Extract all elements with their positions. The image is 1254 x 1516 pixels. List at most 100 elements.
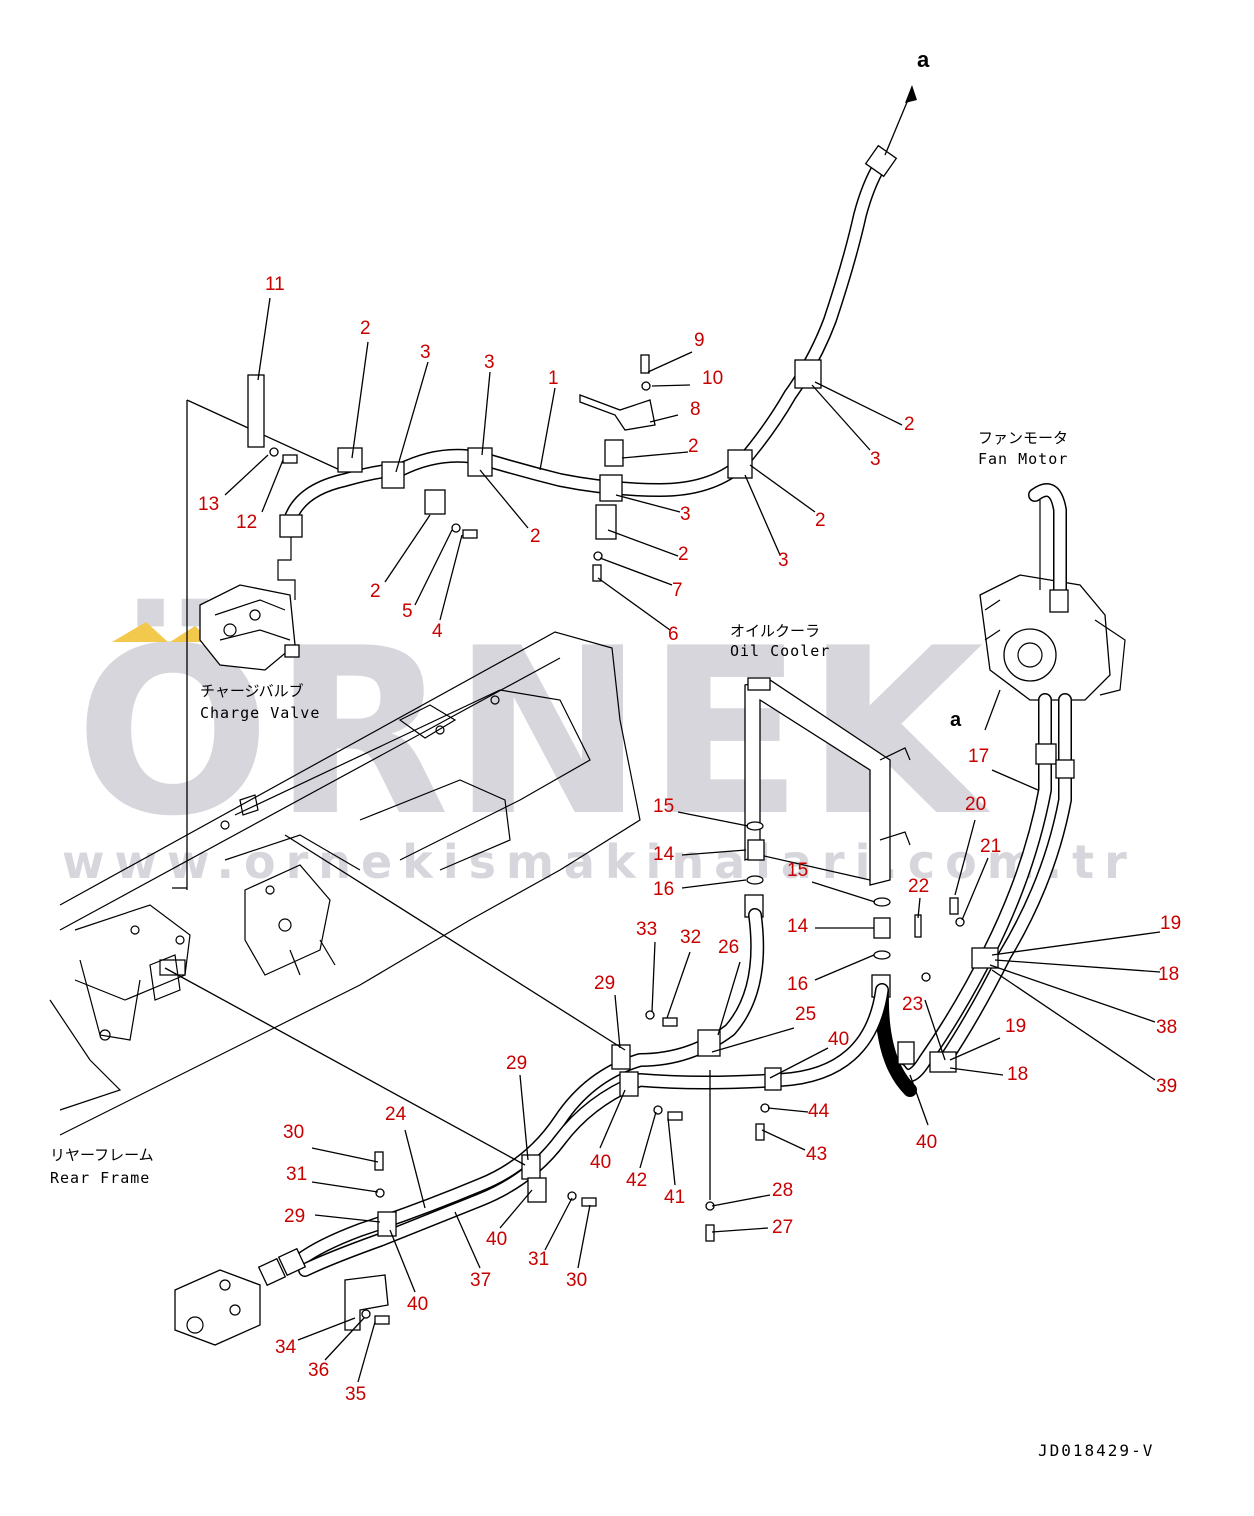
callout-15[interactable]: 15 — [787, 860, 808, 881]
hose-clamp — [897, 1041, 915, 1065]
callout-2[interactable]: 2 — [688, 436, 699, 457]
clip-bracket — [595, 504, 617, 540]
callout-12[interactable]: 12 — [236, 512, 257, 533]
callout-25[interactable]: 25 — [795, 1004, 816, 1025]
callout-3[interactable]: 3 — [420, 342, 431, 363]
callout-3[interactable]: 3 — [680, 504, 691, 525]
callout-14[interactable]: 14 — [787, 916, 809, 937]
callout-2[interactable]: 2 — [815, 510, 826, 531]
callout-14[interactable]: 14 — [653, 844, 675, 865]
hose-clamp — [794, 359, 822, 389]
watermark-accent-icon — [112, 622, 168, 642]
view-letter-a-top: a — [917, 47, 930, 72]
callout-27[interactable]: 27 — [772, 1217, 793, 1238]
callout-24[interactable]: 24 — [385, 1104, 407, 1125]
callout-29[interactable]: 29 — [284, 1206, 305, 1227]
callout-2[interactable]: 2 — [360, 318, 371, 339]
callout-34[interactable]: 34 — [275, 1337, 297, 1358]
callout-40[interactable]: 40 — [407, 1294, 428, 1315]
callout-20[interactable]: 20 — [965, 794, 986, 815]
direction-arrow — [984, 689, 1001, 731]
hose-clamp — [521, 1154, 541, 1180]
callout-18[interactable]: 18 — [1158, 964, 1179, 985]
hose-clamp — [381, 461, 405, 489]
charge-valve-label-jp: チャージバルブ — [200, 682, 304, 700]
callout-16[interactable]: 16 — [787, 974, 808, 995]
bolt — [592, 564, 602, 582]
callout-3[interactable]: 3 — [778, 550, 789, 571]
callout-9[interactable]: 9 — [694, 330, 705, 351]
charge-valve-label-en: Charge Valve — [200, 704, 320, 722]
watermark-url: www.ornekismakinalari.com.tr — [62, 835, 1137, 889]
callout-36[interactable]: 36 — [308, 1360, 329, 1381]
hose-fitting — [277, 1247, 307, 1277]
lower-hose-assembly — [257, 908, 917, 1331]
callout-31[interactable]: 31 — [286, 1164, 307, 1185]
callout-16[interactable]: 16 — [653, 879, 674, 900]
hose-clamp — [377, 1211, 397, 1237]
callout-2[interactable]: 2 — [678, 544, 689, 565]
callout-4[interactable]: 4 — [432, 621, 443, 642]
hose-fitting — [257, 1257, 287, 1287]
callout-40[interactable]: 40 — [828, 1029, 849, 1050]
callout-5[interactable]: 5 — [402, 601, 413, 622]
callout-35[interactable]: 35 — [345, 1384, 366, 1405]
washer — [269, 447, 279, 457]
callout-42[interactable]: 42 — [626, 1170, 647, 1191]
arrow-head-icon — [905, 85, 917, 103]
clip-bracket — [424, 489, 446, 515]
bolt — [282, 454, 298, 464]
fan-motor-label-en: Fan Motor — [978, 450, 1068, 468]
callout-44[interactable]: 44 — [808, 1101, 830, 1122]
rear-frame-label-jp: リヤーフレーム — [50, 1146, 154, 1164]
drawing-code: JD018429-V — [1038, 1441, 1154, 1460]
callout-30[interactable]: 30 — [283, 1122, 304, 1143]
charge-valve-drawing — [199, 584, 300, 671]
rear-frame-label-en: Rear Frame — [50, 1169, 150, 1187]
callout-28[interactable]: 28 — [772, 1180, 793, 1201]
callout-6[interactable]: 6 — [668, 624, 679, 645]
callout-33[interactable]: 33 — [636, 919, 657, 940]
callout-17[interactable]: 17 — [968, 746, 989, 767]
callout-32[interactable]: 32 — [680, 927, 701, 948]
callout-11[interactable]: 11 — [265, 274, 285, 295]
callout-29[interactable]: 29 — [594, 973, 615, 994]
callout-13[interactable]: 13 — [198, 494, 219, 515]
callout-15[interactable]: 15 — [653, 796, 674, 817]
hose-fitting — [864, 144, 898, 178]
callout-29[interactable]: 29 — [506, 1053, 527, 1074]
callout-38[interactable]: 38 — [1156, 1017, 1177, 1038]
callout-26[interactable]: 26 — [718, 937, 739, 958]
fan-motor-label-jp: ファンモータ — [978, 429, 1068, 447]
callout-3[interactable]: 3 — [870, 449, 881, 470]
callout-19[interactable]: 19 — [1160, 913, 1181, 934]
callout-18[interactable]: 18 — [1007, 1064, 1028, 1085]
callout-2[interactable]: 2 — [530, 526, 541, 547]
callout-8[interactable]: 8 — [690, 399, 701, 420]
callout-19[interactable]: 19 — [1005, 1016, 1026, 1037]
callout-30[interactable]: 30 — [566, 1270, 587, 1291]
callout-39[interactable]: 39 — [1156, 1076, 1177, 1097]
leader-line — [164, 967, 526, 1166]
callout-1[interactable]: 1 — [548, 368, 559, 389]
callout-22[interactable]: 22 — [908, 876, 929, 897]
callout-10[interactable]: 10 — [702, 368, 723, 389]
callout-37[interactable]: 37 — [470, 1270, 491, 1291]
callout-41[interactable]: 41 — [664, 1187, 685, 1208]
upper-hose-assembly — [247, 85, 917, 600]
callout-40[interactable]: 40 — [590, 1152, 611, 1173]
callout-2[interactable]: 2 — [904, 414, 915, 435]
callout-40[interactable]: 40 — [916, 1132, 937, 1153]
callout-3[interactable]: 3 — [484, 352, 495, 373]
support-bracket — [579, 394, 656, 431]
callout-23[interactable]: 23 — [902, 994, 923, 1015]
callout-2[interactable]: 2 — [370, 581, 381, 602]
oil-cooler-label-jp: オイルクーラ — [730, 622, 820, 640]
hose-clamp — [611, 1044, 631, 1070]
callout-31[interactable]: 31 — [528, 1249, 549, 1270]
callout-21[interactable]: 21 — [980, 836, 1001, 857]
callout-40[interactable]: 40 — [486, 1229, 507, 1250]
callout-43[interactable]: 43 — [806, 1144, 827, 1165]
callout-7[interactable]: 7 — [672, 580, 683, 601]
